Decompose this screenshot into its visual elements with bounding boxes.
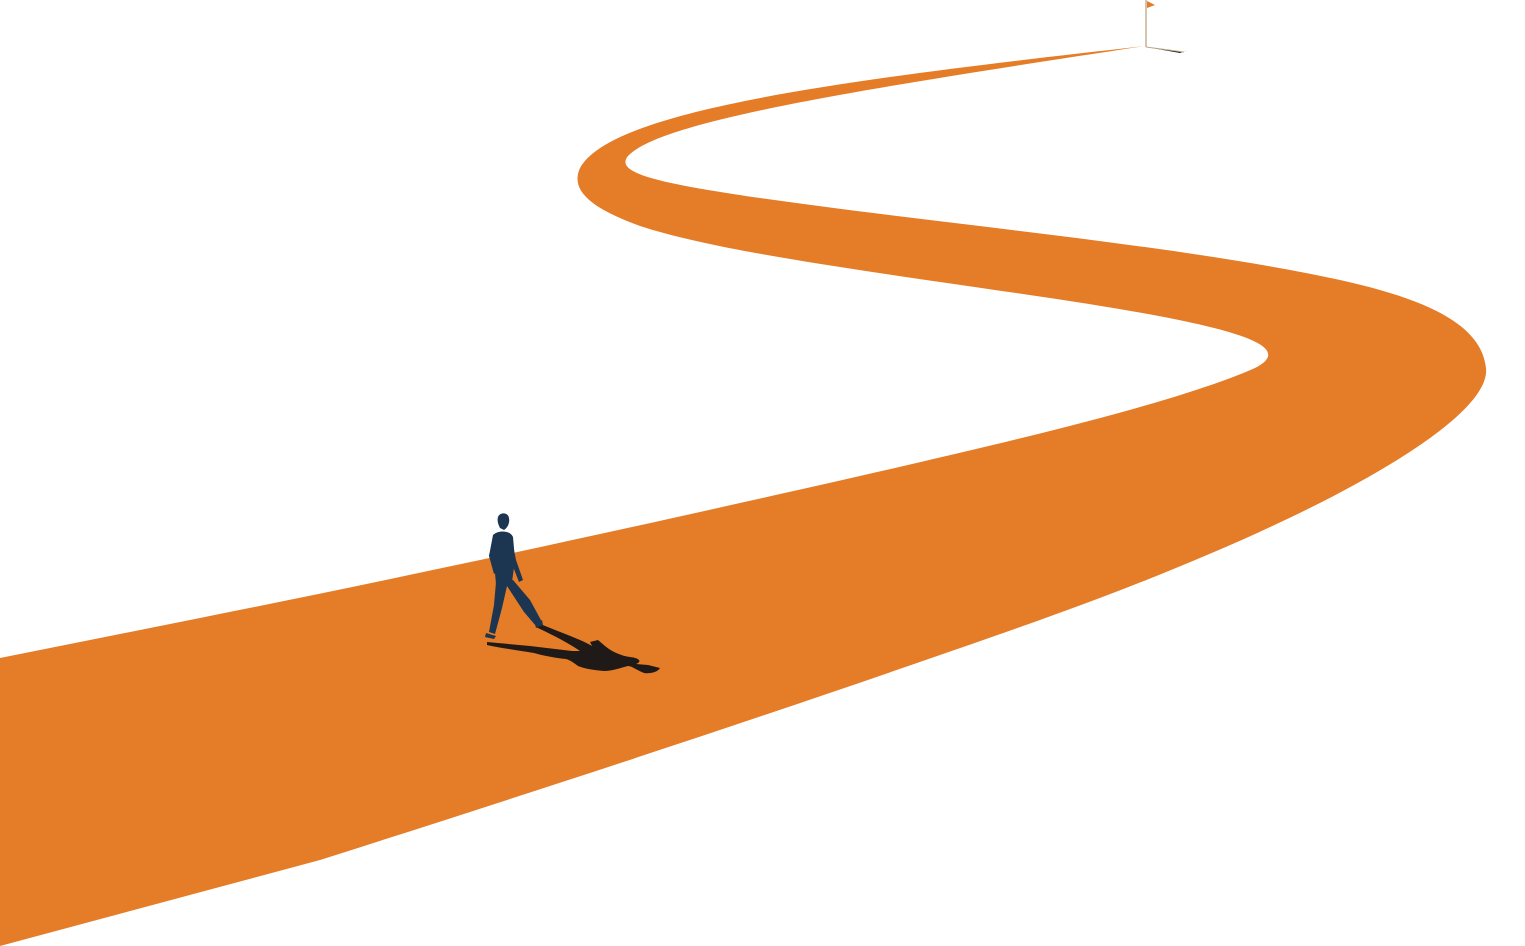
walker-arm-front: [489, 538, 497, 574]
walker-foot-front: [535, 620, 543, 628]
walker-arm: [512, 540, 523, 582]
winding-road: [0, 46, 1487, 946]
flag-group: [1145, 0, 1188, 53]
walker-legs: [489, 580, 542, 634]
walker-shadow: [487, 624, 660, 674]
walker-figure: [485, 513, 543, 639]
walker-foot: [485, 633, 496, 639]
flag-shadow-line: [1145, 46, 1185, 53]
walker-head: [497, 513, 510, 530]
flag-icon: [1147, 1, 1155, 8]
